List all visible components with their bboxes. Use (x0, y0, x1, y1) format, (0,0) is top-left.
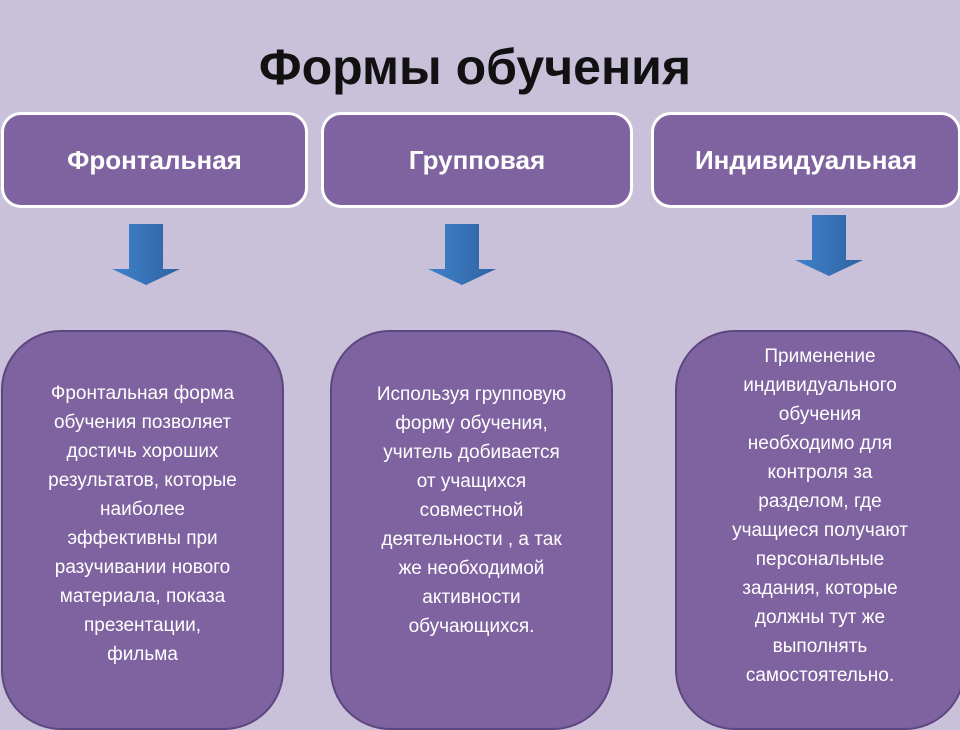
text-line: Используя групповую (376, 383, 567, 405)
description-individual: Применение индивидуального обучения необ… (675, 330, 960, 730)
text-line: контроля за (767, 462, 873, 483)
arrow-down-icon (112, 224, 180, 285)
slide-title: Формы обучения (258, 39, 692, 95)
text-line: деятельности , а так (381, 528, 562, 550)
header-group: Групповая (321, 112, 633, 208)
text-line: от учащихся (416, 470, 527, 492)
text-line: презентации, (83, 615, 201, 636)
header-individual: Индивидуальная (651, 112, 960, 208)
arrow-down-icon (795, 215, 863, 276)
text-line: выполнять (772, 636, 868, 657)
text-line: необходимо для (747, 433, 893, 454)
text-line: Фронтальная форма (50, 383, 235, 404)
text-line: наиболее (100, 499, 185, 520)
text-line: задания, которые (742, 578, 898, 599)
text-line: обучающихся. (408, 615, 535, 637)
header-frontal: Фронтальная (1, 112, 308, 208)
text-line: форму обучения, (395, 412, 548, 434)
text-line: обучения позволяет (53, 412, 232, 433)
text-line: учитель добивается (383, 441, 560, 463)
text-line: разучивании нового (54, 557, 231, 578)
text-line: Применение (764, 346, 876, 367)
text-line: персональные (755, 549, 885, 570)
text-line: самостоятельно. (745, 665, 895, 686)
text-line: учащиеся получают (732, 520, 908, 541)
description-group: Используя групповую форму обучения, учит… (330, 330, 613, 730)
text-line: фильма (107, 644, 178, 665)
text-line: результатов, которые (48, 470, 237, 491)
arrow-down-icon (428, 224, 496, 285)
text-line: совместной (419, 499, 524, 521)
text-line: должны тут же (754, 607, 886, 628)
description-frontal: Фронтальная форма обучения позволяет дос… (1, 330, 284, 730)
text-line: материала, показа (59, 586, 226, 607)
text-line: эффективны при (67, 528, 218, 549)
text-line: индивидуального (743, 375, 897, 396)
text-line: разделом, где (758, 491, 882, 512)
text-line: обучения (778, 404, 862, 425)
text-line: активности (422, 586, 521, 608)
text-line: достичь хороших (66, 441, 219, 462)
text-line: же необходимой (398, 557, 545, 579)
